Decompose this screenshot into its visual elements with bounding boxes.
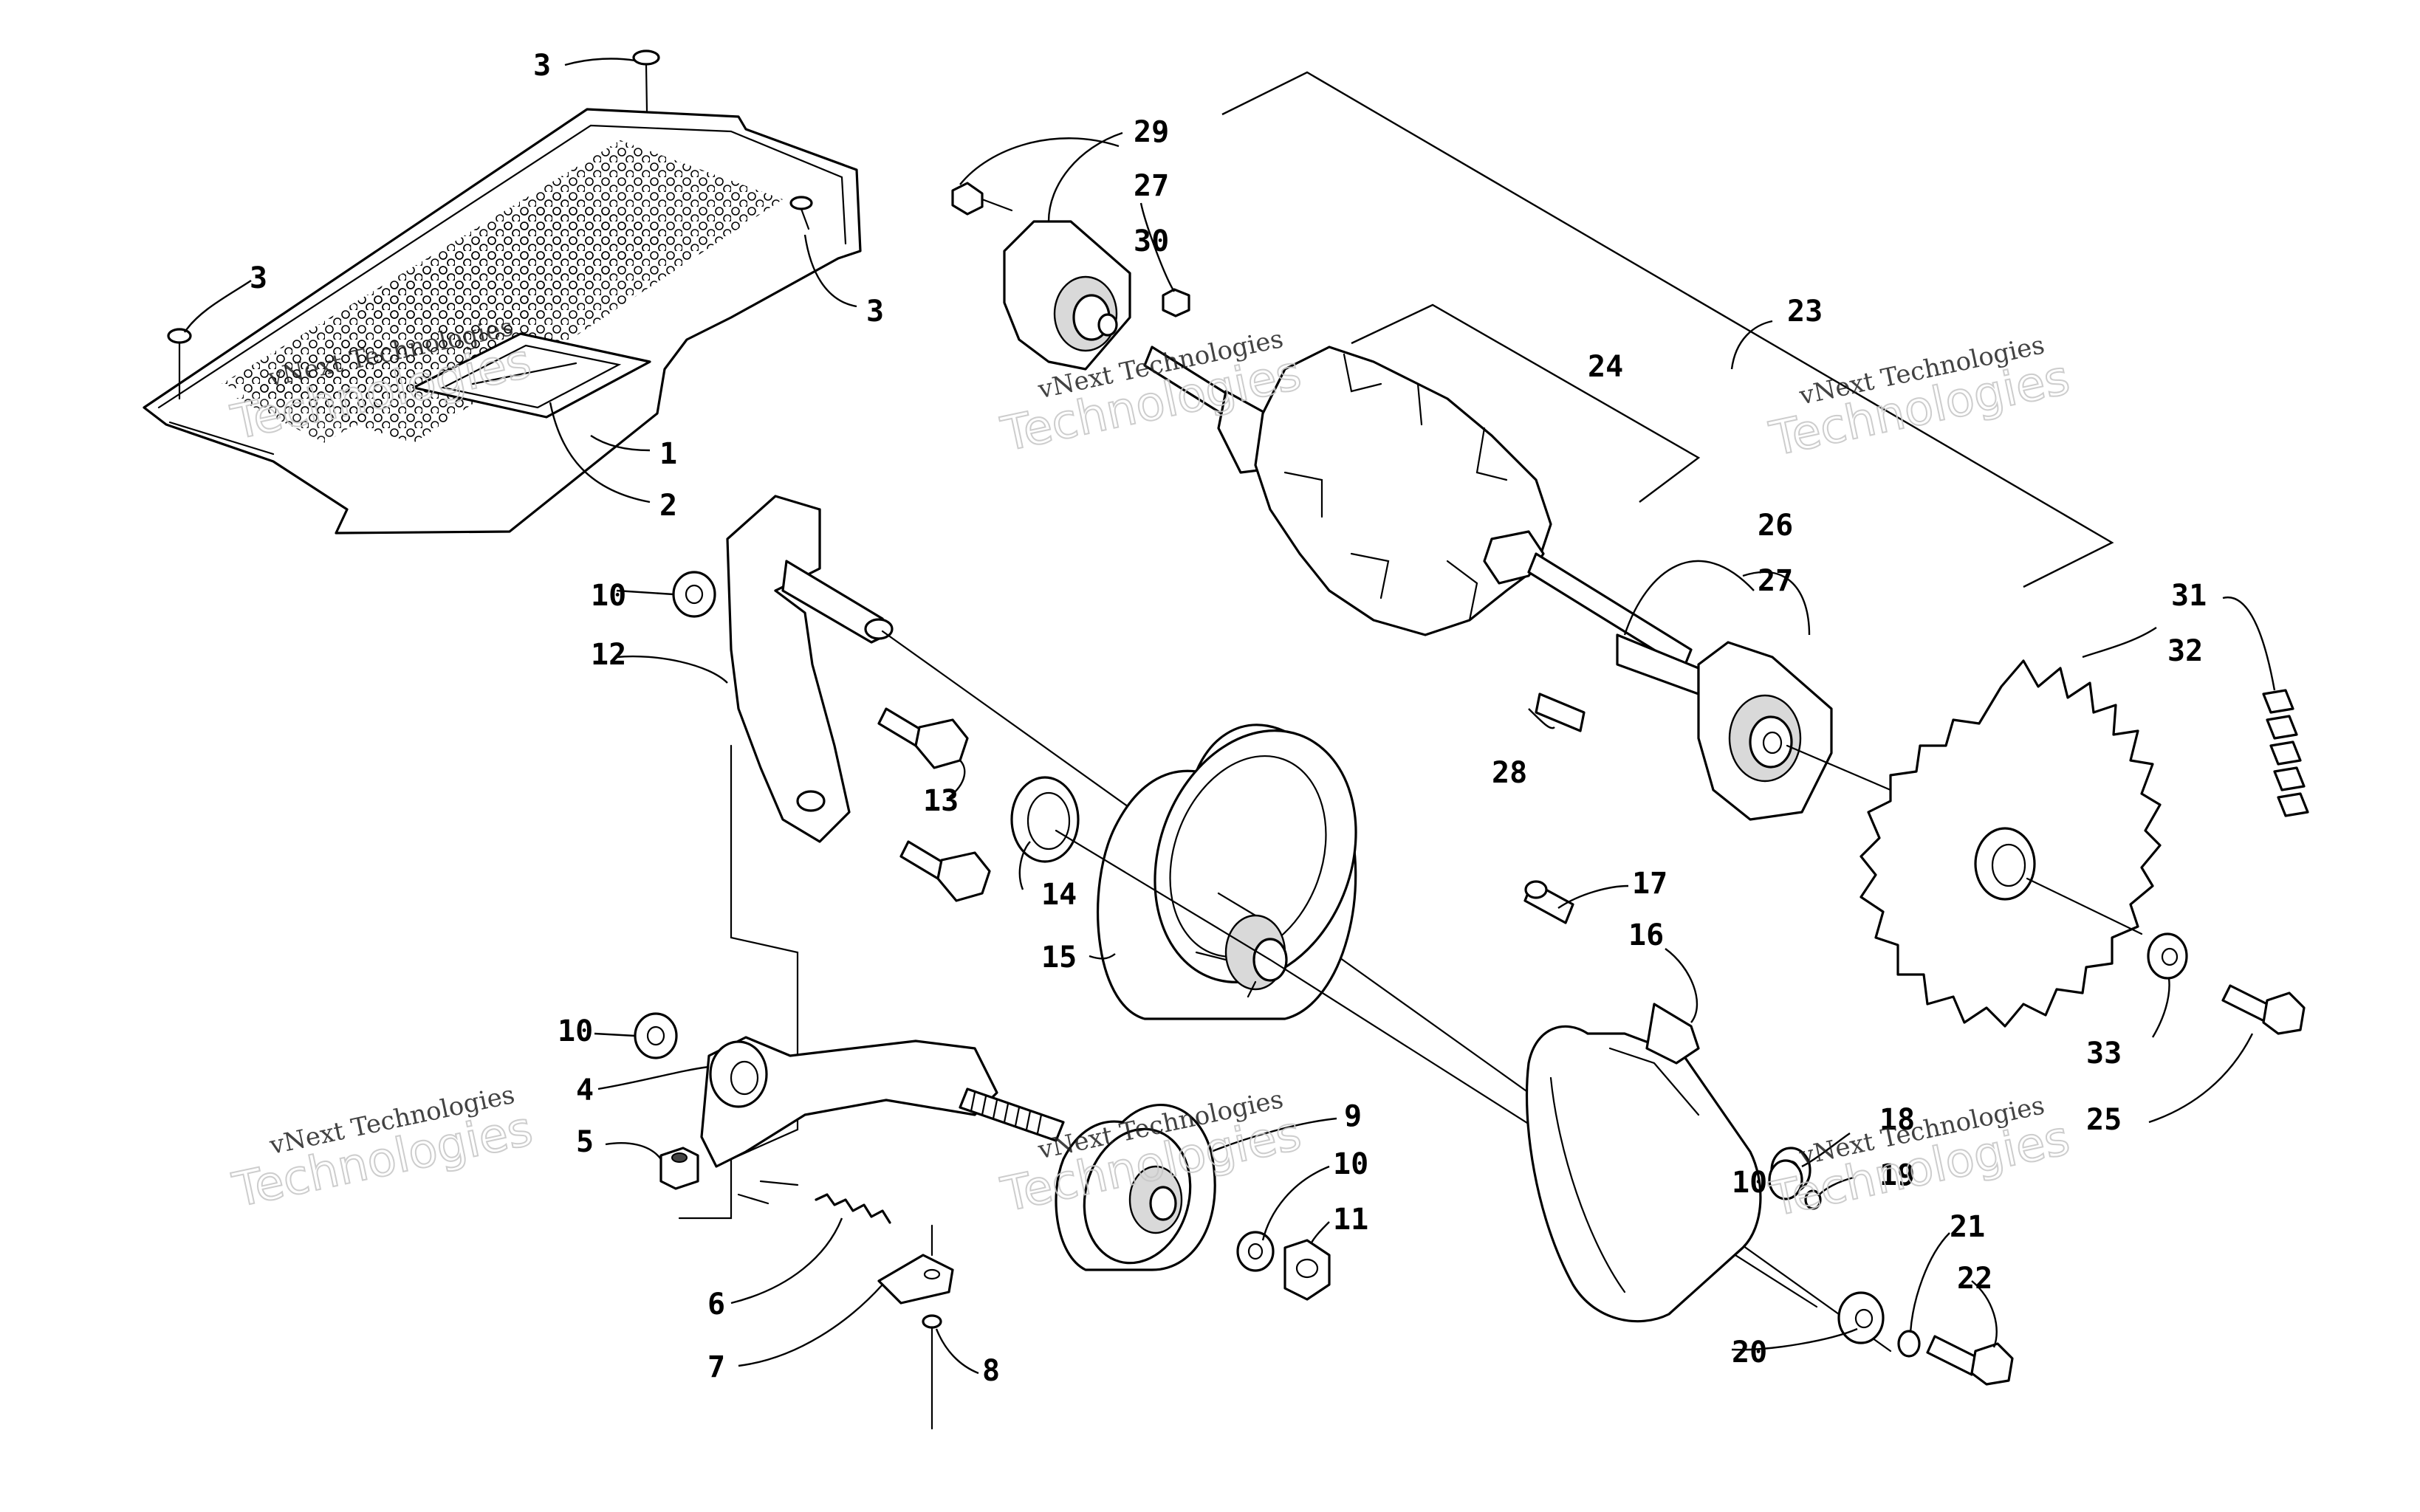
callout-3: 3: [866, 295, 884, 329]
screw-right: [789, 196, 813, 230]
bearing-flange-left: [1003, 220, 1131, 371]
callout-18: 18: [1879, 1103, 1915, 1137]
ring-19: [1804, 1189, 1822, 1210]
callout-27: 27: [1134, 169, 1169, 203]
lock-nut: [1283, 1239, 1331, 1301]
callout-23: 23: [1787, 295, 1823, 329]
washer-20: [1837, 1291, 1885, 1344]
callout-11: 11: [1333, 1203, 1368, 1237]
pin: [922, 1314, 942, 1430]
watermark-6: Technologies vNext Technologies: [1764, 1090, 2075, 1228]
callout-32: 32: [2167, 634, 2203, 668]
bearing-ring: [1010, 776, 1080, 863]
idler-pulley: [1055, 1104, 1216, 1271]
drum: [1097, 724, 1357, 1020]
callout-8: 8: [982, 1354, 1000, 1388]
callout-21: 21: [1950, 1210, 1985, 1244]
callout-15: 15: [1041, 941, 1077, 975]
arm: [700, 1036, 998, 1168]
callout-22: 22: [1957, 1262, 1992, 1296]
callout-10: 10: [1732, 1166, 1767, 1200]
callout-3: 3: [533, 49, 551, 83]
washer-mid: [634, 1012, 678, 1059]
callout-25: 25: [2086, 1103, 2122, 1137]
callout-3: 3: [250, 261, 267, 295]
callout-7: 7: [707, 1350, 725, 1384]
callout-9: 9: [1344, 1099, 1362, 1133]
callout-5: 5: [576, 1125, 594, 1159]
callout-13: 13: [923, 784, 959, 818]
brake-band: [1525, 1003, 1762, 1323]
bolt-upper: [877, 707, 969, 769]
key-28: [1535, 693, 1586, 732]
callout-31: 31: [2171, 579, 2207, 613]
callout-28: 28: [1492, 756, 1527, 790]
callout-33: 33: [2086, 1037, 2122, 1071]
rotor: [1143, 346, 1700, 695]
callout-19: 19: [1879, 1158, 1915, 1192]
lock-washer-21: [1897, 1330, 1921, 1358]
callout-16: 16: [1628, 918, 1664, 952]
washer-top: [672, 571, 716, 618]
bolt-25: [2221, 984, 2306, 1035]
threaded-stud: [959, 1087, 1065, 1142]
washer-33: [2147, 932, 2188, 980]
washer-pulley: [1236, 1231, 1275, 1272]
callout-1: 1: [659, 437, 677, 471]
nut-30: [1162, 288, 1190, 317]
callout-26: 26: [1758, 509, 1793, 543]
callout-20: 20: [1732, 1336, 1767, 1370]
washer-18: [1768, 1159, 1803, 1200]
callout-30: 30: [1134, 224, 1169, 258]
bolt-22: [1926, 1335, 2014, 1386]
callout-12: 12: [591, 638, 626, 672]
watermark-4: Technologies vNext Technologies: [227, 1080, 538, 1220]
callout-17: 17: [1632, 867, 1667, 901]
chain: [2262, 689, 2309, 817]
callout-29: 29: [1134, 115, 1169, 149]
mounting-plate: [143, 108, 862, 535]
screw-left: [167, 328, 192, 400]
callout-10: 10: [591, 579, 626, 613]
callout-10: 10: [1333, 1147, 1368, 1181]
callout-4: 4: [576, 1073, 594, 1107]
plug: [659, 1147, 699, 1190]
callout-6: 6: [707, 1288, 725, 1322]
screw-top: [632, 49, 660, 112]
spring: [815, 1193, 891, 1224]
callout-2: 2: [659, 489, 677, 523]
bolt-lower: [899, 840, 991, 902]
bolt-29: [951, 182, 1013, 216]
callout-10: 10: [558, 1014, 593, 1048]
callout-27: 27: [1758, 564, 1793, 598]
band-pin: [1523, 880, 1574, 924]
tab-plate: [877, 1224, 954, 1305]
sprocket: [1859, 659, 2162, 1028]
callout-24: 24: [1588, 350, 1623, 384]
callout-14: 14: [1041, 878, 1077, 912]
bearing-flange-right: [1697, 641, 1833, 821]
watermark-3: Technologies vNext Technologies: [1764, 330, 2075, 467]
decal-label: [412, 332, 651, 419]
